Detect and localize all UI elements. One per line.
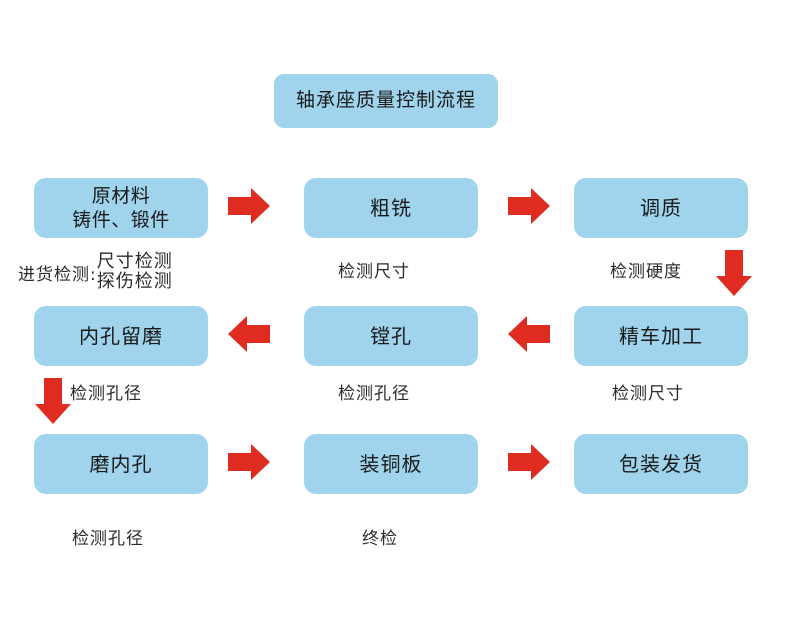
arrow-down-quenching-to-finish-turning [714,250,754,296]
caption-incoming-label: 进货检测: [18,264,97,285]
arrow-right-grind-to-copper-plate [228,442,270,482]
node-quenching-tempering[interactable]: 调质 [574,178,748,238]
node-install-copper-plate[interactable]: 装铜板 [304,434,478,494]
node-boring[interactable]: 镗孔 [304,306,478,366]
node-packing-shipping[interactable]: 包装发货 [574,434,748,494]
arrow-right-raw-material-to-rough-milling [228,186,270,226]
node-grind-inner-hole[interactable]: 磨内孔 [34,434,208,494]
caption-incoming-inspection: 进货检测: 尺寸检测 探伤检测 [18,251,173,293]
flowchart-title: 轴承座质量控制流程 [274,74,498,128]
caption-incoming-line-2: 探伤检测 [96,271,173,293]
arrow-left-boring-to-bore-reserve [228,314,270,354]
arrow-right-rough-milling-to-quenching [508,186,550,226]
caption-finish-turning-check: 检测尺寸 [612,384,684,404]
node-finish-turning[interactable]: 精车加工 [574,306,748,366]
arrow-right-copper-plate-to-packing [508,442,550,482]
caption-final-check: 终检 [362,529,398,549]
caption-rough-milling-check: 检测尺寸 [338,262,410,282]
caption-quenching-check: 检测硬度 [610,262,682,282]
caption-incoming-line-1: 尺寸检测 [96,251,173,272]
node-bore-reserve-grind[interactable]: 内孔留磨 [34,306,208,366]
caption-incoming-items: 尺寸检测 探伤检测 [96,251,173,293]
node-raw-material[interactable]: 原材料 铸件、锻件 [34,178,208,238]
caption-bore-reserve-check: 检测孔径 [70,384,142,404]
node-rough-milling[interactable]: 粗铣 [304,178,478,238]
caption-boring-check: 检测孔径 [338,384,410,404]
arrow-down-bore-reserve-to-grind [33,378,73,424]
caption-grind-check: 检测孔径 [72,529,144,549]
arrow-left-finish-turning-to-boring [508,314,550,354]
